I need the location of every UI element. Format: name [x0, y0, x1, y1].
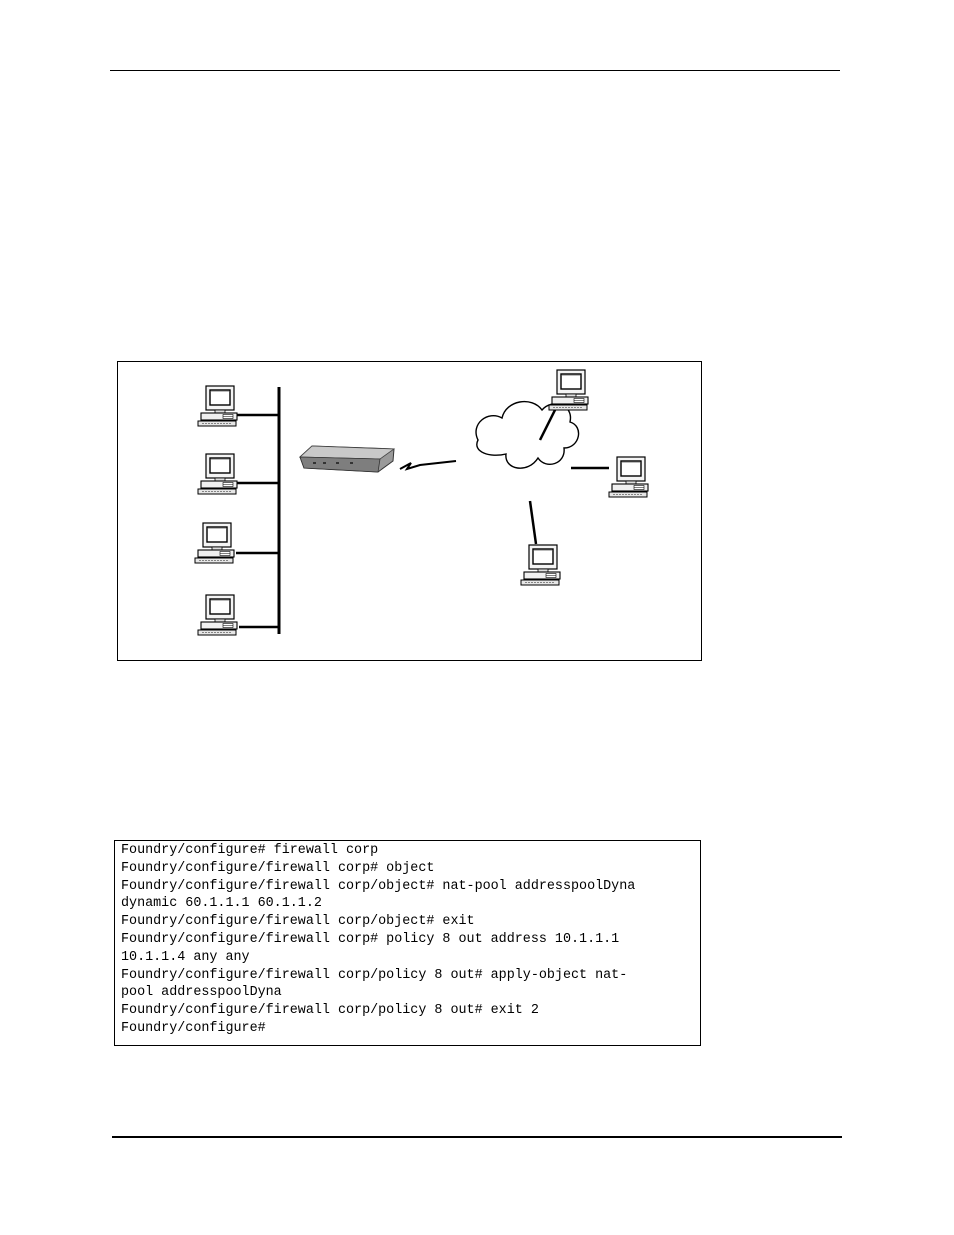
computer-icon	[197, 594, 238, 636]
header-rule	[110, 70, 840, 71]
code-line: Foundry/configure/firewall corp/object# …	[121, 914, 475, 930]
computer-icon	[608, 456, 649, 498]
router-icon	[298, 445, 396, 473]
network-diagram-svg	[194, 369, 649, 636]
cli-code-block: Foundry/configure# firewall corp Foundry…	[114, 840, 701, 1046]
computer-icon	[197, 385, 238, 427]
code-line: Foundry/configure/firewall corp/object# …	[121, 878, 636, 894]
code-line: dynamic 60.1.1.1 60.1.1.2	[121, 896, 322, 912]
computer-icon	[520, 544, 561, 586]
computer-icon	[197, 453, 238, 495]
cloud-icon	[475, 400, 580, 469]
footer-rule	[112, 1136, 842, 1138]
code-line: Foundry/configure/firewall corp/policy 8…	[121, 1003, 539, 1019]
code-line: Foundry/configure/firewall corp/policy 8…	[121, 967, 628, 983]
code-line: 10.1.1.4 any any	[121, 949, 250, 965]
code-line: Foundry/configure/firewall corp# policy …	[121, 931, 620, 947]
code-line: Foundry/configure# firewall corp	[121, 843, 379, 858]
network-diagram	[117, 361, 702, 661]
code-line: Foundry/configure#	[121, 1020, 266, 1036]
computer-icon	[548, 369, 589, 411]
code-line: Foundry/configure/firewall corp# object	[121, 860, 435, 876]
code-line: pool addresspoolDyna	[121, 985, 282, 1001]
serial-link-icon	[399, 460, 457, 471]
computer-icon	[194, 522, 235, 564]
